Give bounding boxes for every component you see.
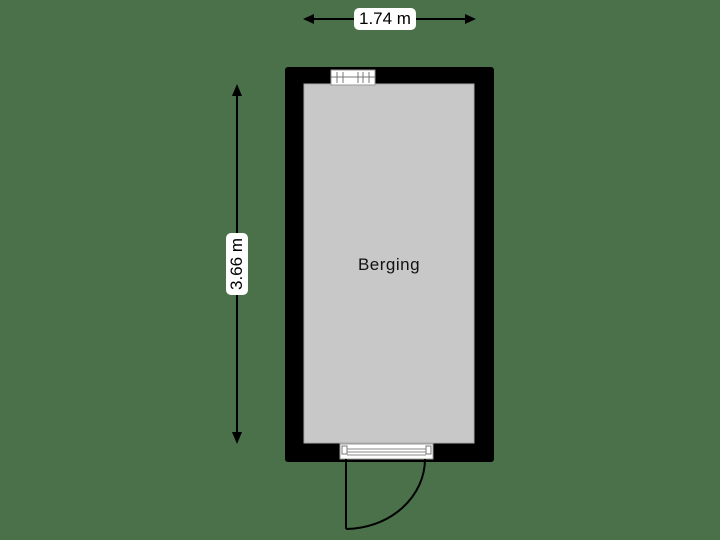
door-icon (339, 443, 434, 530)
room-label-berging: Berging (357, 255, 421, 274)
room-floor-berging (303, 83, 475, 444)
width-dimension-label: 1.74 m (354, 8, 416, 30)
height-dimension-label: 3.66 m (226, 233, 248, 295)
window-icon (330, 69, 376, 86)
